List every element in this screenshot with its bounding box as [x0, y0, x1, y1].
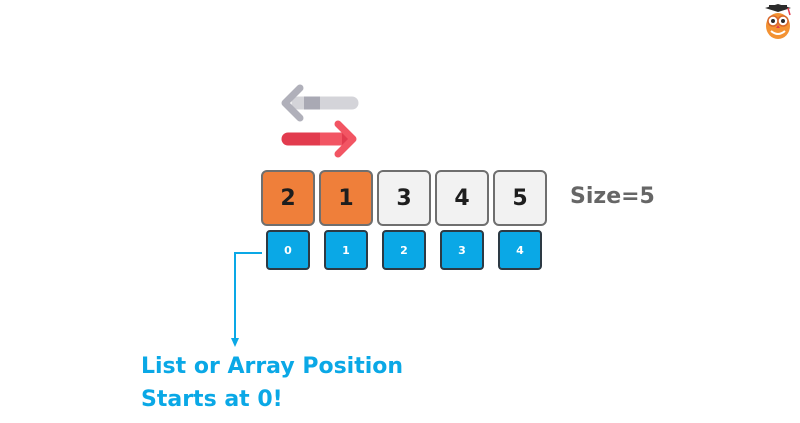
array-cell-2: 3: [377, 170, 431, 226]
index-value: 3: [458, 243, 466, 257]
index-value: 2: [400, 243, 408, 257]
caption-line-2: Starts at 0!: [141, 387, 283, 412]
cell-value: 5: [512, 185, 528, 211]
index-cell-0: 0: [266, 230, 310, 270]
cell-value: 4: [454, 185, 470, 211]
index-value: 1: [342, 243, 350, 257]
down-arrow-icon: [231, 252, 262, 347]
size-label: Size=5: [570, 184, 655, 209]
index-value: 4: [516, 243, 524, 257]
index-value: 0: [284, 243, 292, 257]
caption: List or Array Position Starts at 0!: [141, 350, 403, 416]
array-cell-4: 5: [493, 170, 547, 226]
array-cell-0: 2: [261, 170, 315, 226]
index-cell-2: 2: [382, 230, 426, 270]
index-cell-1: 1: [324, 230, 368, 270]
cell-value: 3: [396, 185, 412, 211]
swap-arrows-icon: [281, 84, 359, 158]
index-cell-4: 4: [498, 230, 542, 270]
cell-value: 2: [280, 185, 296, 211]
cell-value: 1: [338, 185, 354, 211]
index-cell-3: 3: [440, 230, 484, 270]
array-cell-1: 1: [319, 170, 373, 226]
array-cell-3: 4: [435, 170, 489, 226]
caption-line-1: List or Array Position: [141, 354, 404, 379]
owl-logo-icon: [765, 4, 791, 39]
